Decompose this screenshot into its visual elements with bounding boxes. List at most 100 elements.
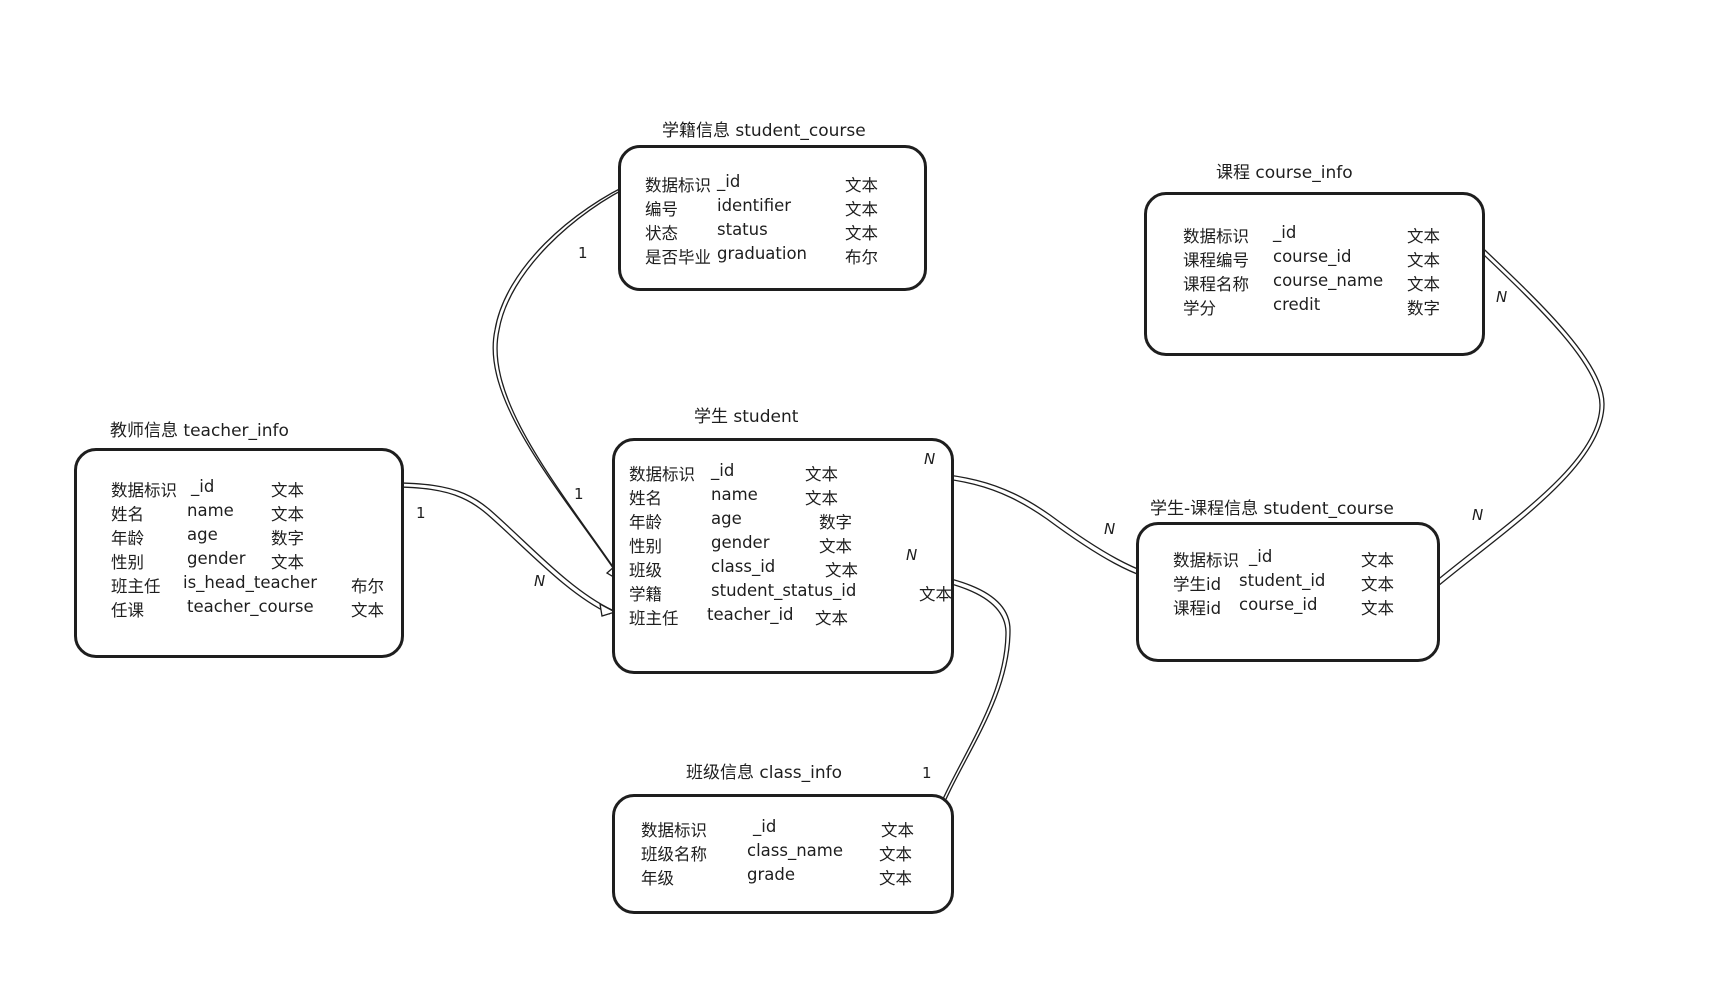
- entity-title-student: 学生 student: [694, 407, 799, 427]
- field-name: gender: [187, 549, 246, 568]
- field-name: class_id: [711, 557, 776, 576]
- field-name: class_name: [747, 841, 844, 860]
- entity-teacher-info[interactable]: 数据标识 _id 文本 姓名 name 文本 年龄 age 数字 性别 gend…: [74, 448, 404, 658]
- field-type: 文本: [351, 601, 384, 620]
- field-label: 学籍: [629, 585, 662, 604]
- field-name: gender: [711, 533, 770, 552]
- field-label: 是否毕业: [645, 248, 711, 267]
- entity-title-teacher-info: 教师信息 teacher_info: [110, 421, 289, 441]
- field-name: _id: [1249, 547, 1273, 566]
- entity-title-course-info: 课程 course_info: [1216, 163, 1353, 183]
- field-type: 数字: [819, 513, 852, 532]
- field-name: teacher_course: [187, 597, 314, 616]
- field-label: 数据标识: [641, 821, 707, 840]
- field-type: 布尔: [351, 577, 384, 596]
- field-type: 文本: [825, 561, 858, 580]
- entity-title-class-info: 班级信息 class_info: [686, 763, 842, 783]
- field-type: 数字: [271, 529, 304, 548]
- field-type: 文本: [1361, 575, 1394, 594]
- field-type: 文本: [879, 869, 912, 888]
- field-name: _id: [717, 172, 741, 191]
- field-label: 班主任: [629, 609, 679, 628]
- field-type: 文本: [1407, 251, 1440, 270]
- field-label: 学分: [1183, 299, 1216, 318]
- field-type: 文本: [879, 845, 912, 864]
- field-label: 年龄: [111, 529, 144, 548]
- field-type: 文本: [819, 537, 852, 556]
- field-name: is_head_teacher: [183, 573, 318, 592]
- field-label: 姓名: [111, 505, 144, 524]
- field-label: 数据标识: [1183, 227, 1249, 246]
- field-label: 状态: [645, 224, 678, 243]
- field-name: _id: [753, 817, 777, 836]
- field-name: _id: [1273, 223, 1297, 242]
- field-label: 课程编号: [1183, 251, 1249, 270]
- field-label: 数据标识: [111, 481, 177, 500]
- field-label: 班主任: [111, 577, 161, 596]
- cardinality-label: 1: [416, 504, 426, 522]
- field-name: student_status_id: [711, 581, 857, 600]
- field-name: name: [711, 485, 758, 504]
- field-name: student_id: [1239, 571, 1326, 590]
- field-label: 年级: [641, 869, 674, 888]
- field-type: 文本: [1407, 275, 1440, 294]
- field-label: 数据标识: [1173, 551, 1239, 570]
- field-name: course_name: [1273, 271, 1384, 290]
- cardinality-label: N: [1104, 520, 1116, 538]
- entity-student-course[interactable]: 数据标识 _id 文本 学生id student_id 文本 课程id cour…: [1136, 522, 1440, 662]
- field-type: 文本: [1361, 551, 1394, 570]
- field-label: 编号: [645, 200, 678, 219]
- field-name: age: [187, 525, 218, 544]
- cardinality-label: N: [1472, 506, 1484, 524]
- field-label: 班级名称: [641, 845, 707, 864]
- field-label: 性别: [629, 537, 662, 556]
- field-name: identifier: [717, 196, 792, 215]
- field-label: 姓名: [629, 489, 662, 508]
- cardinality-label: 1: [922, 764, 932, 782]
- field-label: 数据标识: [629, 465, 695, 484]
- field-type: 文本: [845, 200, 878, 219]
- entity-student-status[interactable]: 数据标识 _id 文本 编号 identifier 文本 状态 status 文…: [618, 145, 927, 291]
- field-name: teacher_id: [707, 605, 794, 624]
- field-type: 文本: [805, 465, 838, 484]
- field-label: 学生id: [1173, 575, 1222, 594]
- field-type: 文本: [271, 481, 304, 500]
- field-name: age: [711, 509, 742, 528]
- field-name: course_id: [1239, 595, 1318, 614]
- cardinality-label: N: [534, 572, 546, 590]
- field-name: _id: [711, 461, 735, 480]
- field-type: 布尔: [845, 248, 878, 267]
- field-type: 文本: [815, 609, 848, 628]
- entity-title-student-status: 学籍信息 student_course: [662, 121, 866, 141]
- field-label: 任课: [111, 601, 144, 620]
- field-type: 文本: [881, 821, 914, 840]
- field-label: 课程id: [1173, 599, 1222, 618]
- entity-title-student-course: 学生-课程信息 student_course: [1150, 499, 1394, 519]
- field-type: 文本: [805, 489, 838, 508]
- cardinality-label: N: [1496, 288, 1508, 306]
- field-type: 文本: [1361, 599, 1394, 618]
- field-type: 文本: [919, 585, 952, 604]
- entity-class-info[interactable]: 数据标识 _id 文本 班级名称 class_name 文本 年级 grade …: [612, 794, 954, 914]
- field-label: 年龄: [629, 513, 662, 532]
- field-name: course_id: [1273, 247, 1352, 266]
- field-label: 性别: [111, 553, 144, 572]
- field-label: 课程名称: [1183, 275, 1249, 294]
- cardinality-label: N: [906, 546, 918, 564]
- field-type: 文本: [845, 224, 878, 243]
- field-name: grade: [747, 865, 795, 884]
- field-type: 文本: [1407, 227, 1440, 246]
- field-type: 文本: [271, 553, 304, 572]
- cardinality-label: 1: [574, 485, 584, 503]
- field-name: name: [187, 501, 234, 520]
- field-name: _id: [191, 477, 215, 496]
- field-name: graduation: [717, 244, 808, 263]
- field-name: status: [717, 220, 768, 239]
- field-type: 数字: [1407, 299, 1440, 318]
- entity-student[interactable]: 数据标识 _id 文本 姓名 name 文本 年龄 age 数字 性别 gend…: [612, 438, 954, 674]
- field-type: 文本: [271, 505, 304, 524]
- cardinality-label: N: [924, 450, 936, 468]
- entity-course-info[interactable]: 数据标识 _id 文本 课程编号 course_id 文本 课程名称 cours…: [1144, 192, 1485, 356]
- field-type: 文本: [845, 176, 878, 195]
- field-label: 班级: [629, 561, 662, 580]
